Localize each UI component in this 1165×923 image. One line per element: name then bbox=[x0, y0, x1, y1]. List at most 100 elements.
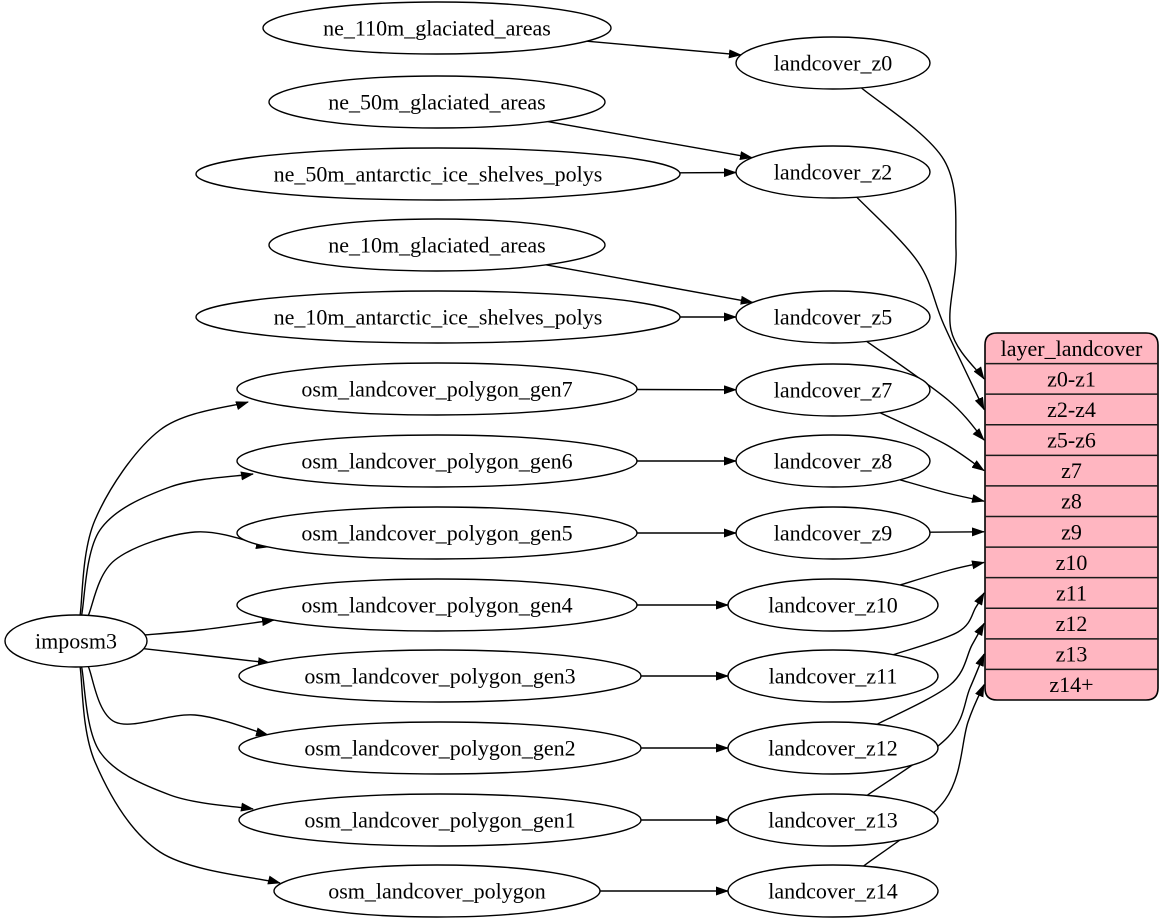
node-osm_landcover_polygon_gen4-label: osm_landcover_polygon_gen4 bbox=[301, 592, 572, 617]
node-ne_10m_antarctic_ice_shelves_polys-label: ne_10m_antarctic_ice_shelves_polys bbox=[274, 304, 603, 329]
node-landcover_z5-shape bbox=[735, 290, 931, 344]
node-landcover_z9: landcover_z9 bbox=[735, 506, 931, 560]
node-landcover_z7-label: landcover_z7 bbox=[774, 377, 893, 402]
node-landcover_z14-shape bbox=[727, 864, 939, 918]
table-row-z2-z4-label: z2-z4 bbox=[1047, 397, 1096, 422]
node-landcover_z11: landcover_z11 bbox=[727, 649, 939, 703]
node-landcover_z11-shape bbox=[727, 649, 939, 703]
table-row-z12-label: z12 bbox=[1056, 611, 1088, 636]
table-row-z5-z6-label: z5-z6 bbox=[1047, 428, 1096, 453]
node-landcover_z2-label: landcover_z2 bbox=[774, 159, 893, 184]
node-landcover_z11-label: landcover_z11 bbox=[769, 663, 898, 688]
node-ne_10m_glaciated_areas-label: ne_10m_glaciated_areas bbox=[328, 232, 545, 257]
table-row-z0-z1-label: z0-z1 bbox=[1047, 366, 1096, 391]
edge-landcover_z2-to-row-z2-z4 bbox=[856, 196, 985, 411]
table-row-z14+-label: z14+ bbox=[1049, 672, 1093, 697]
edge-landcover_z0-to-row-z0-z1 bbox=[860, 87, 985, 380]
table-row-z11-label: z11 bbox=[1056, 580, 1087, 605]
edge-imposm3-to-osm_landcover_polygon_gen5 bbox=[87, 531, 269, 616]
node-landcover_z8: landcover_z8 bbox=[735, 434, 931, 488]
node-landcover_z10-label: landcover_z10 bbox=[768, 592, 898, 617]
node-osm_landcover_polygon_gen5-label: osm_landcover_polygon_gen5 bbox=[301, 520, 572, 545]
edge-ne_10m_glaciated_areas-to-landcover_z5 bbox=[545, 264, 754, 305]
node-ne_50m_antarctic_ice_shelves_polys: ne_50m_antarctic_ice_shelves_polys bbox=[195, 147, 681, 201]
node-osm_landcover_polygon_gen7: osm_landcover_polygon_gen7 bbox=[236, 362, 638, 416]
edge-imposm3-to-osm_landcover_polygon_gen1 bbox=[80, 666, 254, 812]
node-landcover_z7: landcover_z7 bbox=[735, 363, 931, 417]
table-layer_landcover: layer_landcover z0-z1 z2-z4 z5-z6 z7 z8 z9 z10 z… bbox=[984, 332, 1159, 701]
edge-imposm3-to-osm_landcover_polygon_gen4 bbox=[144, 617, 275, 636]
table-row-z7-label: z7 bbox=[1061, 458, 1082, 483]
node-ne_110m_glaciated_areas-label: ne_110m_glaciated_areas bbox=[323, 15, 551, 40]
node-landcover_z2: landcover_z2 bbox=[735, 145, 931, 199]
node-osm_landcover_polygon_gen3-label: osm_landcover_polygon_gen3 bbox=[304, 663, 575, 688]
node-landcover_z5: landcover_z5 bbox=[735, 290, 931, 344]
node-landcover_z13: landcover_z13 bbox=[727, 793, 939, 847]
node-osm_landcover_polygon_gen3: osm_landcover_polygon_gen3 bbox=[238, 649, 642, 703]
node-osm_landcover_polygon_gen7-shape bbox=[236, 362, 638, 416]
node-landcover_z9-shape bbox=[735, 506, 931, 560]
node-imposm3-label: imposm3 bbox=[35, 628, 117, 653]
edge-landcover_z7-to-row-z7 bbox=[879, 412, 985, 472]
edge-landcover_z10-to-row-z10 bbox=[899, 560, 985, 586]
node-ne_50m_glaciated_areas-label: ne_50m_glaciated_areas bbox=[328, 89, 545, 114]
node-osm_landcover_polygon_gen7-label: osm_landcover_polygon_gen7 bbox=[301, 376, 572, 401]
edges-layer bbox=[79, 40, 985, 896]
node-landcover_z0-label: landcover_z0 bbox=[774, 50, 893, 75]
node-osm_landcover_polygon: osm_landcover_polygon bbox=[273, 864, 601, 918]
table-row-z10-label: z10 bbox=[1056, 550, 1088, 575]
node-osm_landcover_polygon_gen1: osm_landcover_polygon_gen1 bbox=[238, 793, 642, 847]
node-osm_landcover_polygon_gen2-label: osm_landcover_polygon_gen2 bbox=[304, 735, 575, 760]
node-landcover_z14: landcover_z14 bbox=[727, 864, 939, 918]
table-row-z8-label: z8 bbox=[1061, 489, 1082, 514]
node-landcover_z0: landcover_z0 bbox=[735, 36, 931, 90]
node-osm_landcover_polygon_gen6-label: osm_landcover_polygon_gen6 bbox=[301, 448, 572, 473]
edge-landcover_z12-to-row-z12 bbox=[876, 622, 985, 726]
node-ne_10m_glaciated_areas: ne_10m_glaciated_areas bbox=[268, 218, 606, 272]
node-ne_10m_antarctic_ice_shelves_polys-shape bbox=[195, 290, 681, 344]
node-osm_landcover_polygon_gen5-shape bbox=[236, 506, 638, 560]
node-landcover_z14-label: landcover_z14 bbox=[768, 878, 898, 903]
edge-imposm3-to-osm_landcover_polygon bbox=[79, 666, 281, 885]
node-landcover_z10: landcover_z10 bbox=[727, 578, 939, 632]
node-landcover_z12-shape bbox=[727, 721, 939, 775]
node-osm_landcover_polygon_gen4-shape bbox=[236, 578, 638, 632]
edge-imposm3-to-osm_landcover_polygon_gen6 bbox=[80, 471, 254, 616]
edge-landcover_z13-to-row-z13 bbox=[866, 653, 985, 796]
node-imposm3-shape bbox=[4, 614, 148, 668]
node-landcover_z0-shape bbox=[735, 36, 931, 90]
node-landcover_z7-shape bbox=[735, 363, 931, 417]
node-osm_landcover_polygon_gen4: osm_landcover_polygon_gen4 bbox=[236, 578, 638, 632]
node-landcover_z8-shape bbox=[735, 434, 931, 488]
node-osm_landcover_polygon_gen3-shape bbox=[238, 649, 642, 703]
node-landcover_z9-label: landcover_z9 bbox=[774, 520, 893, 545]
edge-landcover_z8-to-row-z8 bbox=[899, 479, 985, 503]
node-osm_landcover_polygon-label: osm_landcover_polygon bbox=[328, 878, 546, 903]
node-ne_50m_glaciated_areas: ne_50m_glaciated_areas bbox=[268, 75, 606, 129]
node-landcover_z13-label: landcover_z13 bbox=[768, 807, 898, 832]
edge-imposm3-to-osm_landcover_polygon_gen3 bbox=[143, 648, 271, 667]
table-header-label: layer_landcover bbox=[1001, 336, 1143, 361]
edge-imposm3-to-osm_landcover_polygon_gen7 bbox=[79, 401, 249, 616]
node-ne_10m_glaciated_areas-shape bbox=[268, 218, 606, 272]
nodes-layer: imposm3 ne_110m_glaciated_areas ne_50m_gla… bbox=[4, 1, 939, 918]
edge-imposm3-to-osm_landcover_polygon_gen2 bbox=[87, 666, 269, 737]
node-osm_landcover_polygon_gen5: osm_landcover_polygon_gen5 bbox=[236, 506, 638, 560]
table-layer: layer_landcover z0-z1 z2-z4 z5-z6 z7 z8 z9 z10 z… bbox=[984, 332, 1159, 701]
table-row-z9-label: z9 bbox=[1061, 519, 1082, 544]
node-imposm3: imposm3 bbox=[4, 614, 148, 668]
node-landcover_z5-label: landcover_z5 bbox=[774, 304, 893, 329]
node-osm_landcover_polygon_gen6-shape bbox=[236, 434, 638, 488]
node-ne_110m_glaciated_areas: ne_110m_glaciated_areas bbox=[262, 1, 612, 55]
node-ne_50m_antarctic_ice_shelves_polys-shape bbox=[195, 147, 681, 201]
node-landcover_z8-label: landcover_z8 bbox=[774, 448, 893, 473]
edge-landcover_z5-to-row-z5-z6 bbox=[866, 340, 985, 441]
node-landcover_z2-shape bbox=[735, 145, 931, 199]
node-landcover_z12-label: landcover_z12 bbox=[768, 735, 898, 760]
node-osm_landcover_polygon_gen2: osm_landcover_polygon_gen2 bbox=[238, 721, 642, 775]
node-osm_landcover_polygon_gen1-label: osm_landcover_polygon_gen1 bbox=[304, 807, 575, 832]
node-osm_landcover_polygon_gen6: osm_landcover_polygon_gen6 bbox=[236, 434, 638, 488]
node-ne_50m_antarctic_ice_shelves_polys-label: ne_50m_antarctic_ice_shelves_polys bbox=[274, 161, 603, 186]
node-ne_10m_antarctic_ice_shelves_polys: ne_10m_antarctic_ice_shelves_polys bbox=[195, 290, 681, 344]
